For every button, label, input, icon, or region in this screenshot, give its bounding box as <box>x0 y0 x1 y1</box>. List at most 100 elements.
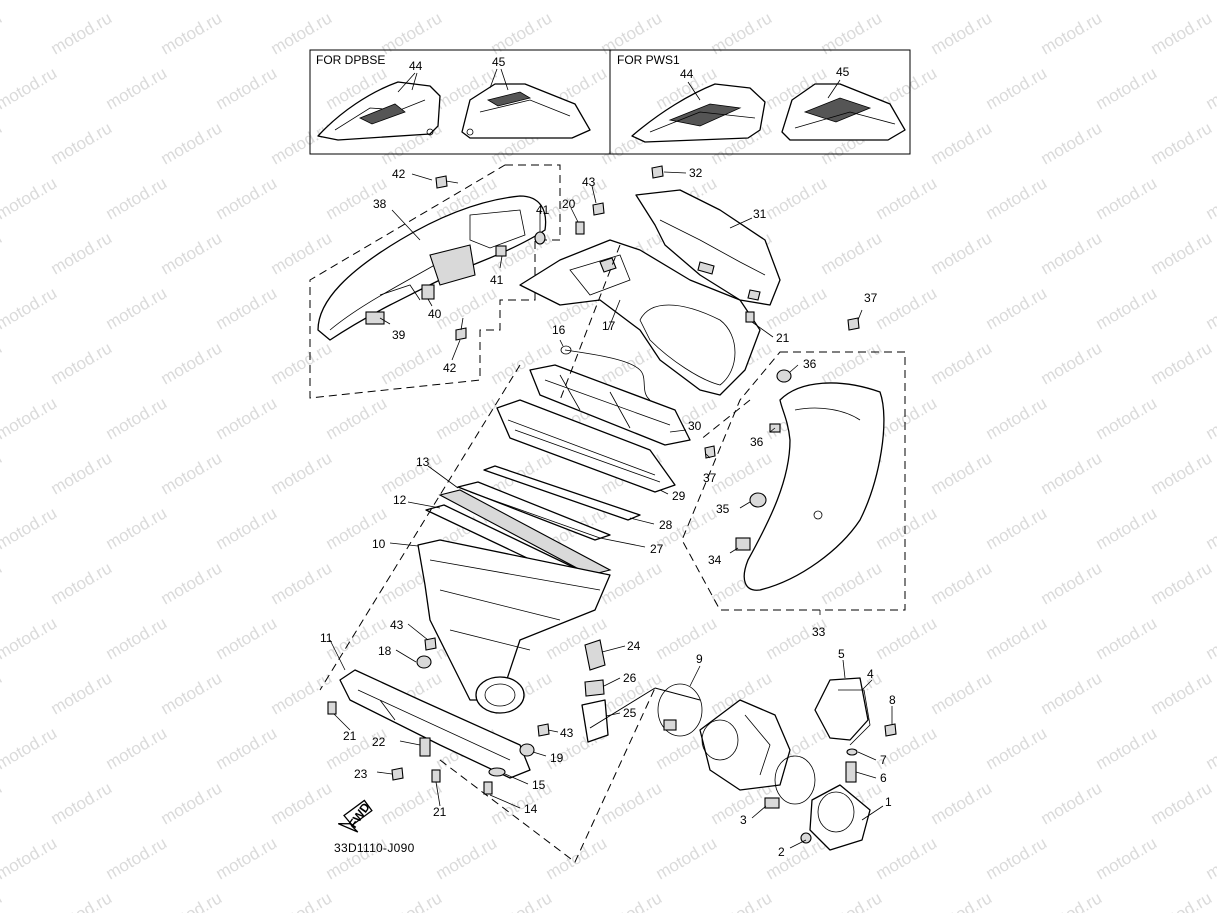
watermark-text: motod.ru <box>213 0 281 3</box>
part-9-clamp <box>657 683 703 737</box>
part-25-hose <box>581 699 609 743</box>
watermark-text: motod.ru <box>983 723 1051 773</box>
watermark-text: motod.ru <box>103 0 171 3</box>
callout-9: 9 <box>696 652 703 666</box>
part-43-bolt-mid <box>537 723 550 737</box>
callout-21-top: 21 <box>776 331 790 345</box>
callout-10: 10 <box>372 537 386 551</box>
watermark-text: motod.ru <box>488 8 556 58</box>
callout-36-mid: 36 <box>750 435 764 449</box>
watermark-text: motod.ru <box>873 833 941 883</box>
part-43-bolt-top <box>592 202 605 216</box>
watermark-text: motod.ru <box>323 0 391 3</box>
watermark-text: motod.ru <box>1203 503 1217 553</box>
callout-20: 20 <box>562 197 576 211</box>
callout-15: 15 <box>532 778 546 792</box>
watermark-text: motod.ru <box>983 0 1051 3</box>
callout-5: 5 <box>838 647 845 661</box>
watermark-text: motod.ru <box>708 448 776 498</box>
watermark-text: motod.ru <box>0 8 5 58</box>
watermark-text: motod.ru <box>48 228 116 278</box>
part-8-bolt <box>884 723 897 737</box>
watermark-text: motod.ru <box>1203 723 1217 773</box>
watermark-text: motod.ru <box>158 558 226 608</box>
watermark-text: motod.ru <box>158 8 226 58</box>
fwd-label: FWD <box>346 800 373 831</box>
watermark-text: motod.ru <box>1038 228 1106 278</box>
watermark-text: motod.ru <box>1093 833 1161 883</box>
part-40-clip <box>421 284 435 300</box>
watermark-text: motod.ru <box>103 723 171 773</box>
watermark-text: motod.ru <box>818 558 886 608</box>
watermark-text: motod.ru <box>48 888 116 913</box>
watermark-text: motod.ru <box>48 338 116 388</box>
part-clamp-mid <box>774 755 816 805</box>
watermark-text: motod.ru <box>928 118 996 168</box>
watermark-text: motod.ru <box>0 503 60 553</box>
watermark-text: motod.ru <box>653 833 721 883</box>
part-30-filter-frame <box>529 364 691 446</box>
callout-3: 3 <box>740 813 747 827</box>
watermark-text: motod.ru <box>763 173 831 223</box>
callout-8: 8 <box>889 693 896 707</box>
part-43-bolt-left <box>424 637 437 651</box>
callout-37-mid: 37 <box>703 471 717 485</box>
watermark-text: motod.ru <box>598 778 666 828</box>
callout-32: 32 <box>689 166 703 180</box>
part-29-filter <box>496 399 676 493</box>
inset-box-dpbse: FOR DPBSE 44 45 <box>309 49 611 155</box>
watermark-text: motod.ru <box>0 283 60 333</box>
callout-43-left: 43 <box>390 618 404 632</box>
watermark-text: motod.ru <box>213 63 281 113</box>
watermark-text: motod.ru <box>1093 503 1161 553</box>
watermark-text: motod.ru <box>1093 613 1161 663</box>
watermark-text: motod.ru <box>48 118 116 168</box>
watermark-text: motod.ru <box>0 393 60 443</box>
part-5-cover <box>814 677 869 741</box>
inset-box-pws1: FOR PWS1 44 45 <box>609 49 911 155</box>
watermark-text: motod.ru <box>213 393 281 443</box>
watermark-text: motod.ru <box>1038 558 1106 608</box>
watermark-text: motod.ru <box>103 613 171 663</box>
watermark-text: motod.ru <box>213 173 281 223</box>
watermark-text: motod.ru <box>378 778 446 828</box>
watermark-text: motod.ru <box>48 778 116 828</box>
watermark-text: motod.ru <box>1203 63 1217 113</box>
watermark-text: motod.ru <box>1148 778 1216 828</box>
part-38-cover <box>317 195 547 341</box>
watermark-text: motod.ru <box>268 778 336 828</box>
watermark-text: motod.ru <box>268 668 336 718</box>
part-16-hose <box>560 345 651 401</box>
watermark-text: motod.ru <box>433 283 501 333</box>
watermark-text: motod.ru <box>488 888 556 913</box>
callout-2: 2 <box>778 845 785 859</box>
watermark-text: motod.ru <box>1203 0 1217 3</box>
part-1-joint <box>809 784 871 851</box>
inset-label-44b: 44 <box>680 67 694 81</box>
watermark-text: motod.ru <box>983 393 1051 443</box>
watermark-text: motod.ru <box>103 63 171 113</box>
watermark-text: motod.ru <box>1203 283 1217 333</box>
watermark-text: motod.ru <box>928 8 996 58</box>
part-21-bolt-top <box>745 311 755 323</box>
part-2-bolt <box>800 832 812 844</box>
part-34-clip <box>735 537 751 551</box>
watermark-text: motod.ru <box>928 558 996 608</box>
watermark-text: motod.ru <box>158 888 226 913</box>
callout-1: 1 <box>885 795 892 809</box>
watermark-text: motod.ru <box>1148 888 1216 913</box>
part-23-bolt <box>391 767 404 781</box>
watermark-text: motod.ru <box>0 833 60 883</box>
watermark-text: motod.ru <box>928 668 996 718</box>
watermark-text: motod.ru <box>0 668 5 718</box>
part-24-elbow <box>584 639 606 671</box>
callout-12: 12 <box>393 493 407 507</box>
watermark-text: motod.ru <box>158 228 226 278</box>
callout-40: 40 <box>428 307 442 321</box>
watermark-text: motod.ru <box>818 338 886 388</box>
watermark-text: motod.ru <box>268 888 336 913</box>
callouts: 1 2 3 4 5 6 7 8 9 10 11 12 13 14 15 16 1… <box>320 166 896 859</box>
callout-7: 7 <box>880 753 887 767</box>
watermark-text: motod.ru <box>598 558 666 608</box>
watermark-text: motod.ru <box>1148 668 1216 718</box>
